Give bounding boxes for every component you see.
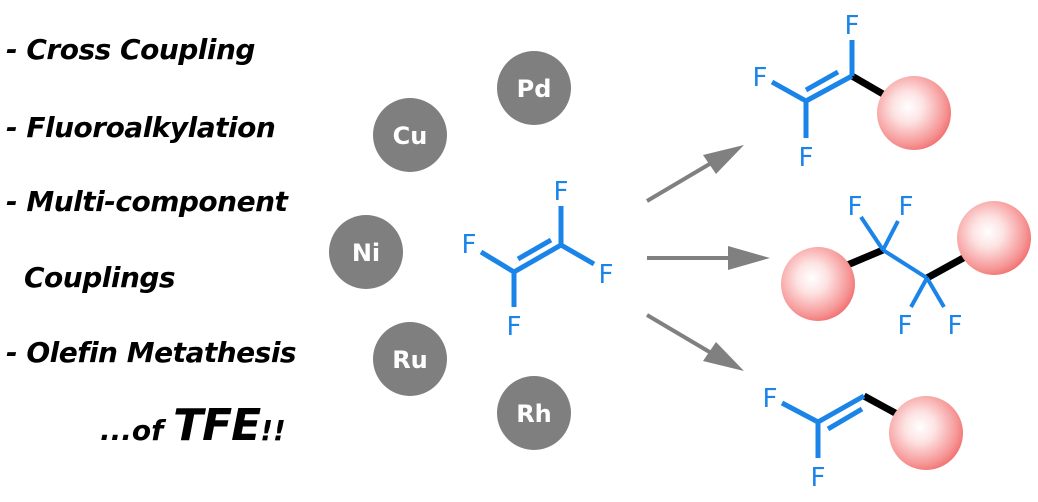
cc-double-bond xyxy=(816,393,866,425)
fluorine-label: F xyxy=(948,311,963,341)
substituent-ball xyxy=(889,396,963,470)
metal-circle xyxy=(329,215,403,289)
metal-label-rh: Rh xyxy=(516,400,552,428)
arrow-head xyxy=(703,145,744,174)
metal-label-cu: Cu xyxy=(393,122,428,150)
metal-label-ni: Ni xyxy=(352,239,380,267)
substituent-ball xyxy=(877,76,951,150)
metal-circle xyxy=(497,51,571,125)
metal-pd: Pd xyxy=(497,51,571,125)
fluorine-label: F xyxy=(848,192,863,222)
fluorine-label: F xyxy=(799,143,814,173)
substituent-ball xyxy=(957,201,1031,275)
fluorine-label: F xyxy=(753,63,768,93)
fluorine-label: F xyxy=(845,11,860,41)
tagline-suffix: !! xyxy=(260,414,286,447)
metal-circle xyxy=(373,322,447,396)
fluorine-label: F xyxy=(763,384,778,414)
cf-bond xyxy=(479,249,516,275)
metal-label-pd: Pd xyxy=(517,75,552,103)
metal-cu: Cu xyxy=(373,98,447,172)
arrow-up xyxy=(645,145,744,203)
cc-double-bond-inner xyxy=(516,237,553,262)
r-bond xyxy=(843,246,885,270)
cf-bond xyxy=(925,276,946,309)
topic-fluoroalkylation: - Fluoroalkylation xyxy=(6,111,276,144)
metal-ni: Ni xyxy=(329,215,403,289)
cf-bond xyxy=(881,220,900,251)
fluorine-label: F xyxy=(554,177,569,207)
tagline-tfe: TFE xyxy=(173,400,261,451)
fluorine-label: F xyxy=(599,260,614,290)
product-difluorovinyl: F F xyxy=(763,384,963,493)
topic-olefin-metathesis: - Olefin Metathesis xyxy=(6,336,297,369)
topic-multi-component: - Multi-component xyxy=(6,185,288,218)
product-tetrafluoroethylene-bridged: F F F F xyxy=(781,192,1031,341)
tagline: ...of TFE!! xyxy=(100,400,286,451)
fluorine-label: F xyxy=(811,463,826,493)
metal-label-ru: Ru xyxy=(392,346,428,374)
product-trifluorovinyl: F F F xyxy=(753,11,951,173)
r-bond xyxy=(862,392,899,418)
cf-bond xyxy=(559,242,596,267)
cf-bond xyxy=(770,79,808,104)
metal-circle xyxy=(497,376,571,450)
arrow-shaft xyxy=(645,313,720,359)
metal-rh: Rh xyxy=(497,376,571,450)
tagline-prefix: ...of xyxy=(100,414,174,447)
cc-double-bond xyxy=(804,73,854,104)
arrow-shaft xyxy=(645,157,720,203)
r-bond xyxy=(850,72,885,98)
substituent-ball xyxy=(781,247,855,321)
metal-ru: Ru xyxy=(373,322,447,396)
cf-bond xyxy=(859,215,885,252)
fluorine-label: F xyxy=(898,311,913,341)
r-bond xyxy=(925,253,967,282)
arrow-down xyxy=(645,313,744,371)
cc-double-bond-inner xyxy=(804,69,840,93)
topic-couplings: Couplings xyxy=(24,261,176,294)
topic-cross-coupling: - Cross Coupling xyxy=(6,33,255,66)
fluorine-label: F xyxy=(899,192,914,222)
arrow-right xyxy=(647,246,770,270)
arrow-head xyxy=(703,342,744,371)
fluorine-label: F xyxy=(462,230,477,260)
fluorine-label: F xyxy=(507,312,522,342)
arrow-head xyxy=(728,246,770,270)
metal-circle xyxy=(373,98,447,172)
cf-bond xyxy=(909,277,929,308)
cc-double-bond-inner xyxy=(826,406,864,432)
cf-bond xyxy=(780,400,820,425)
cc-single-bond xyxy=(881,248,929,280)
tfe-molecule xyxy=(479,206,596,307)
cc-double-bond xyxy=(512,242,563,275)
